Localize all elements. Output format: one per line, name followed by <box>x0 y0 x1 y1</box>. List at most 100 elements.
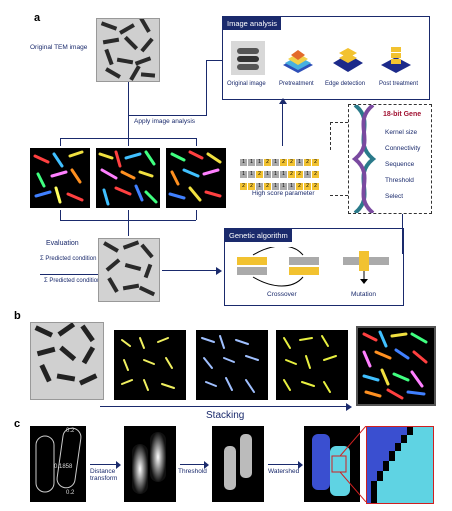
merge-line <box>60 210 61 220</box>
gene-chip: 1 <box>280 183 287 190</box>
gene-chip: 1 <box>248 159 255 166</box>
gene-chip: 2 <box>288 171 295 178</box>
gene-chip: 1 <box>280 171 287 178</box>
zoom-image <box>366 426 434 504</box>
original-image-thumb <box>231 41 265 75</box>
branch-line <box>60 138 61 146</box>
high-score-label: High score parameter <box>252 190 315 197</box>
right-arrow-line <box>162 270 218 271</box>
arrow-line <box>268 464 300 465</box>
merge-line <box>60 220 196 221</box>
threshold-image <box>212 426 264 502</box>
gene-box: 18-bit Gene Kernel size Connectivity Seq… <box>348 104 432 214</box>
stacking-arrow-head <box>346 403 352 411</box>
gene-chip: 2 <box>304 183 311 190</box>
gene-item-threshold: Threshold <box>385 177 414 184</box>
colored-rods <box>168 150 222 202</box>
connector-line <box>206 60 222 61</box>
tem-rods <box>99 239 159 301</box>
merge-line <box>128 210 129 236</box>
branch-line <box>196 138 197 146</box>
merge-line <box>196 210 197 220</box>
step-pretreatment: Pretreatment <box>279 81 314 87</box>
tem-rods <box>31 323 103 399</box>
stacking-arrow-line <box>100 406 346 407</box>
lime-rods <box>283 335 337 393</box>
analysis-image-2 <box>96 148 160 208</box>
outlined-rods <box>35 427 82 493</box>
gene-chip: 1 <box>296 159 303 166</box>
distance-transform-label: Distance transform <box>90 468 118 482</box>
panel-c-letter: c <box>14 418 21 430</box>
gene-title: 18-bit Gene <box>383 111 422 118</box>
zoom-lines <box>340 426 366 502</box>
genetic-algorithm-box: Genetic algorithm Crossover Mutation <box>224 228 404 306</box>
arrow-line <box>180 464 206 465</box>
arrow-line <box>90 464 118 465</box>
panel-a-letter: a <box>34 12 41 24</box>
gene-chip: 2 <box>280 159 287 166</box>
blurred-rods <box>132 432 166 494</box>
panel-b-tem-image <box>30 322 104 400</box>
gene-chip: 1 <box>272 183 279 190</box>
gene-chip: 1 <box>272 171 279 178</box>
edge-detection-thumb <box>333 48 363 72</box>
connector-line <box>206 60 207 115</box>
up-arrow-head <box>279 98 287 104</box>
arrow-head <box>204 461 209 469</box>
fraction-bar <box>40 274 98 275</box>
up-arrow-line <box>282 100 283 146</box>
dna-helix-icon <box>351 105 377 213</box>
gene-chip: 2 <box>288 159 295 166</box>
gene-dash-line <box>330 195 348 197</box>
threshold-label: Threshold <box>178 468 207 475</box>
stack-layer-3 <box>276 330 348 400</box>
gene-chip: 1 <box>248 171 255 178</box>
colored-rods <box>33 150 84 204</box>
branch-line <box>128 138 129 146</box>
gene-item-sequence: Sequence <box>385 161 415 168</box>
evaluation-denominator: Σ Predicted condition <box>44 278 101 284</box>
step-edge: Edge detection <box>325 81 366 87</box>
mutation-label: Mutation <box>351 291 376 298</box>
image-analysis-title: Image analysis <box>223 17 282 30</box>
panel-b-letter: b <box>14 310 21 322</box>
gene-chip: 2 <box>264 183 271 190</box>
gene-chip: 2 <box>312 183 319 190</box>
gene-chip: 1 <box>264 171 271 178</box>
gene-chip: 1 <box>272 159 279 166</box>
original-tem-label: Original TEM image <box>30 44 88 51</box>
tem-rods <box>97 19 159 81</box>
gene-chip: 1 <box>288 183 295 190</box>
stack-layer-2 <box>196 330 268 400</box>
gene-chip: 2 <box>304 159 311 166</box>
dist-value-1: 0.2 <box>66 428 75 434</box>
gene-chip: 1 <box>304 171 311 178</box>
gene-chip: 1 <box>240 171 247 178</box>
gene-dash-line <box>330 122 348 124</box>
gene-chip: 1 <box>240 159 247 166</box>
stacking-label: Stacking <box>206 410 245 421</box>
watershed-segments <box>312 434 350 496</box>
gene-item-select: Select <box>385 193 404 200</box>
apply-analysis-label: Apply image analysis <box>134 118 196 125</box>
distance-transform-image <box>124 426 176 502</box>
gene-chip: 2 <box>264 159 271 166</box>
step-original: Original image <box>227 81 266 87</box>
threshold-rods <box>224 434 252 490</box>
connector-line <box>128 115 207 116</box>
crossover-diagram <box>237 247 319 287</box>
gene-chip: 2 <box>312 171 319 178</box>
gene-chip: 1 <box>256 159 263 166</box>
gene-chip: 2 <box>312 159 319 166</box>
gene-chip: 2 <box>296 171 303 178</box>
yellow-rods <box>121 337 175 391</box>
pretreatment-thumb <box>283 50 313 73</box>
stack-layer-1 <box>114 330 186 400</box>
gene-chip: 1 <box>256 183 263 190</box>
gene-item-kernel: Kernel size <box>385 129 418 136</box>
arrow-head <box>298 461 303 469</box>
evaluation-numerator: Σ Predicted condition positive <box>40 256 119 262</box>
